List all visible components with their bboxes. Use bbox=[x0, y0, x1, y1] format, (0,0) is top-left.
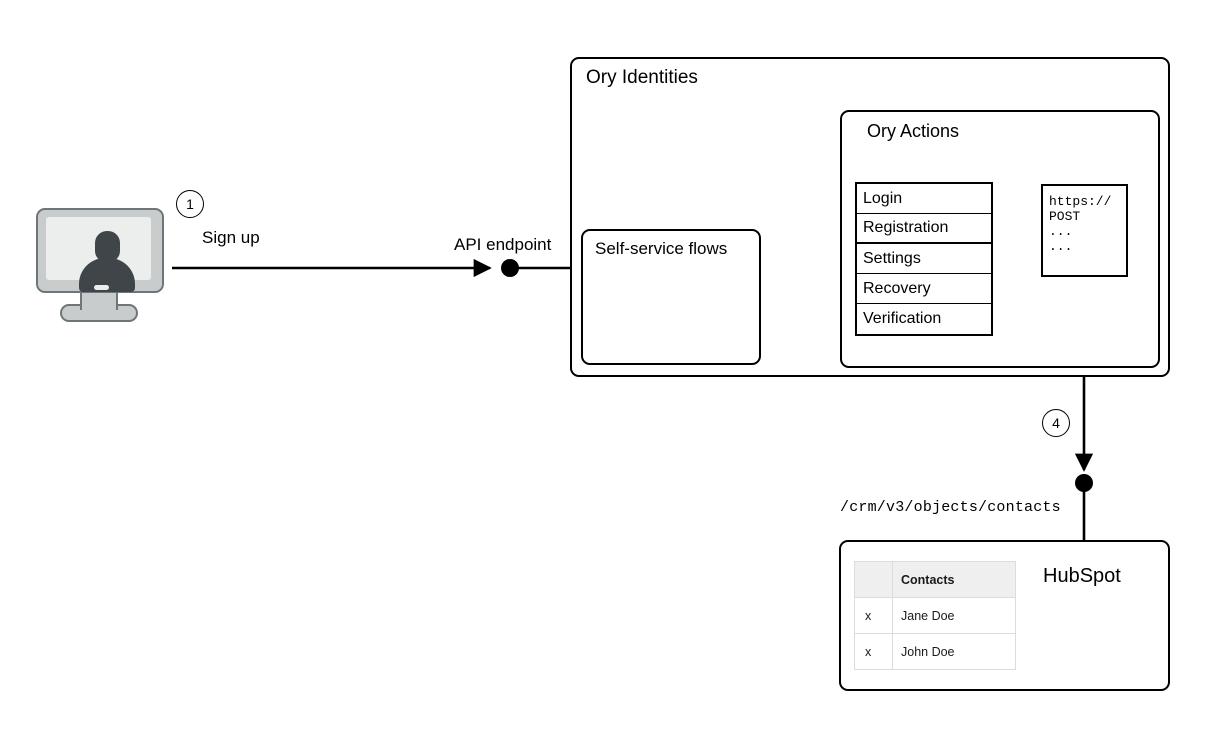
step-badge-4: 4 bbox=[1042, 409, 1070, 437]
table-header-mark bbox=[854, 561, 893, 598]
monitor-display-icon bbox=[46, 217, 151, 292]
ory-identities-title: Ory Identities bbox=[586, 67, 698, 88]
signup-edge-label: Sign up bbox=[202, 228, 260, 247]
self-service-flows-title: Self-service flows bbox=[595, 239, 728, 258]
step-badge-1: 1 bbox=[176, 190, 204, 218]
table-cell-mark: x bbox=[854, 633, 893, 670]
api-endpoint-node bbox=[501, 259, 572, 277]
hubspot-title: HubSpot bbox=[1043, 565, 1121, 587]
monitor-user-icon bbox=[36, 208, 164, 322]
flow-list-item-settings[interactable]: Settings bbox=[857, 244, 991, 274]
table-header-row: Contacts bbox=[854, 561, 1016, 598]
self-service-flows-box bbox=[581, 229, 761, 365]
hubspot-endpoint-path-label: /crm/v3/objects/contacts bbox=[840, 499, 1061, 516]
flow-list-item-registration[interactable]: Registration bbox=[857, 214, 991, 244]
flow-list: Login Registration Settings Recovery Ver… bbox=[855, 182, 993, 336]
webhook-code-line-2: POST bbox=[1049, 209, 1081, 224]
table-header-contacts: Contacts bbox=[892, 561, 1016, 598]
webhook-code-line-1: https:// bbox=[1049, 194, 1112, 209]
ory-actions-title: Ory Actions bbox=[867, 121, 960, 141]
table-cell-name: John Doe bbox=[892, 633, 1016, 670]
flow-list-item-recovery[interactable]: Recovery bbox=[857, 274, 991, 304]
user-avatar-icon bbox=[79, 231, 135, 292]
table-cell-mark: x bbox=[854, 597, 893, 634]
monitor-power-led-icon bbox=[94, 285, 109, 290]
webhook-code-line-3: ... bbox=[1049, 224, 1073, 239]
hubspot-contacts-table: Contacts x Jane Doe x John Doe bbox=[854, 561, 1016, 670]
table-cell-name: Jane Doe bbox=[892, 597, 1016, 634]
webhook-code-line-4: ... bbox=[1049, 239, 1073, 254]
api-endpoint-label: API endpoint bbox=[454, 235, 552, 254]
monitor-neck-icon bbox=[80, 293, 118, 310]
flow-list-item-verification[interactable]: Verification bbox=[857, 304, 991, 334]
table-row[interactable]: x Jane Doe bbox=[854, 597, 1016, 634]
table-row[interactable]: x John Doe bbox=[854, 633, 1016, 670]
avatar-head-icon bbox=[95, 231, 120, 262]
webhook-code-box: https:// POST ... ... bbox=[1041, 184, 1128, 277]
flow-list-item-login[interactable]: Login bbox=[857, 184, 991, 214]
monitor-screen-frame-icon bbox=[36, 208, 164, 293]
